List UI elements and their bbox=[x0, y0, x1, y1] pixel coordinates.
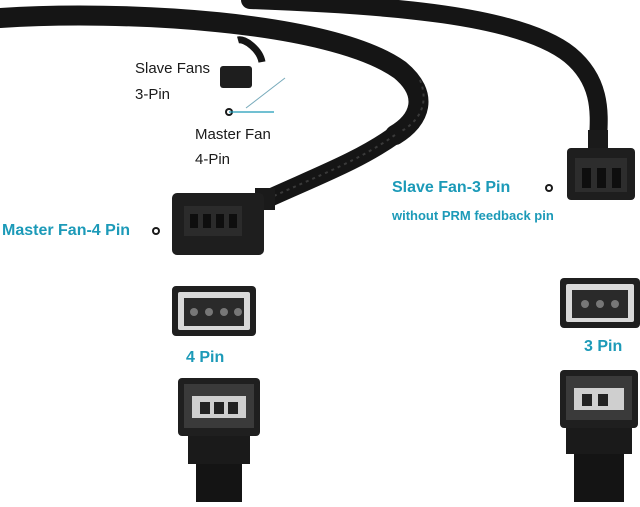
four-pin-plug-rear bbox=[178, 378, 260, 502]
slave-plug bbox=[545, 130, 635, 200]
four-pin-label: 4 Pin bbox=[186, 349, 225, 366]
master-plug bbox=[152, 188, 275, 255]
inset-slave-pins: 3-Pin bbox=[135, 86, 171, 103]
three-pin-label: 3 Pin bbox=[584, 338, 623, 355]
inset-connector bbox=[220, 36, 286, 116]
inset-master-pins: 4-Pin bbox=[195, 151, 231, 168]
cable-bundle bbox=[0, 0, 608, 209]
slave-fan-note: without PRM feedback pin bbox=[392, 208, 554, 223]
slave-fan-callout: Slave Fan-3 Pin bbox=[392, 179, 511, 196]
inset-slave-title: Slave Fans bbox=[135, 60, 211, 77]
inset-master-title: Master Fan bbox=[195, 126, 271, 143]
master-fan-callout: Master Fan-4 Pin bbox=[2, 222, 131, 239]
three-pin-plug-rear bbox=[560, 370, 638, 502]
four-pin-socket-front bbox=[172, 286, 256, 336]
three-pin-socket-front bbox=[560, 278, 640, 328]
